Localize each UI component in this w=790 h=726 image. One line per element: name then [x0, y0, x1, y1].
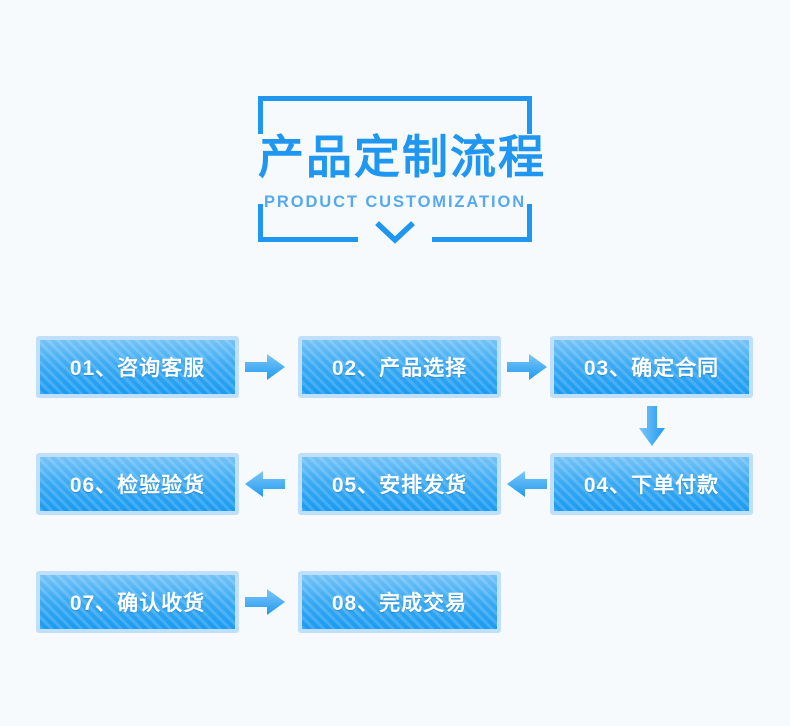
- step-label-07: 07、确认收货: [69, 592, 206, 615]
- frame-bottom-right-horizontal: [432, 237, 532, 242]
- step-box-08[interactable]: 08、完成交易: [298, 571, 501, 633]
- step-label-04: 04、下单付款: [583, 474, 720, 497]
- arrow-left-icon: [245, 471, 285, 497]
- frame-top-left-horizontal: [258, 96, 400, 101]
- frame-top-left-vertical: [258, 96, 263, 134]
- page-subtitle: PRODUCT CUSTOMIZATION: [263, 193, 527, 211]
- step-label-02: 02、产品选择: [331, 357, 468, 380]
- chevron-down-icon: [375, 221, 415, 244]
- step-label-06: 06、检验验货: [69, 474, 206, 497]
- page-title: 产品定制流程: [258, 131, 546, 183]
- step-label-03: 03、确定合同: [583, 357, 720, 380]
- step-label-05: 05、安排发货: [331, 474, 468, 497]
- step-label-01: 01、咨询客服: [69, 357, 206, 380]
- step-box-04[interactable]: 04、下单付款: [550, 453, 753, 515]
- arrow-right-icon: [245, 354, 285, 380]
- step-box-05[interactable]: 05、安排发货: [298, 453, 501, 515]
- header-banner: 产品定制流程 PRODUCT CUSTOMIZATION: [258, 96, 546, 244]
- frame-top-right-horizontal: [390, 96, 532, 101]
- arrow-right-icon: [245, 589, 285, 615]
- arrow-down-icon: [639, 406, 665, 446]
- arrow-right-icon: [507, 354, 547, 380]
- step-box-03[interactable]: 03、确定合同: [550, 336, 753, 398]
- frame-bottom-left-vertical: [258, 204, 263, 242]
- step-box-02[interactable]: 02、产品选择: [298, 336, 501, 398]
- arrow-left-icon: [507, 471, 547, 497]
- frame-bottom-left-horizontal: [258, 237, 358, 242]
- frame-top-right-vertical: [527, 96, 532, 134]
- step-box-01[interactable]: 01、咨询客服: [36, 336, 239, 398]
- frame-bottom-right-vertical: [527, 204, 532, 242]
- step-box-07[interactable]: 07、确认收货: [36, 571, 239, 633]
- step-box-06[interactable]: 06、检验验货: [36, 453, 239, 515]
- step-label-08: 08、完成交易: [331, 592, 468, 615]
